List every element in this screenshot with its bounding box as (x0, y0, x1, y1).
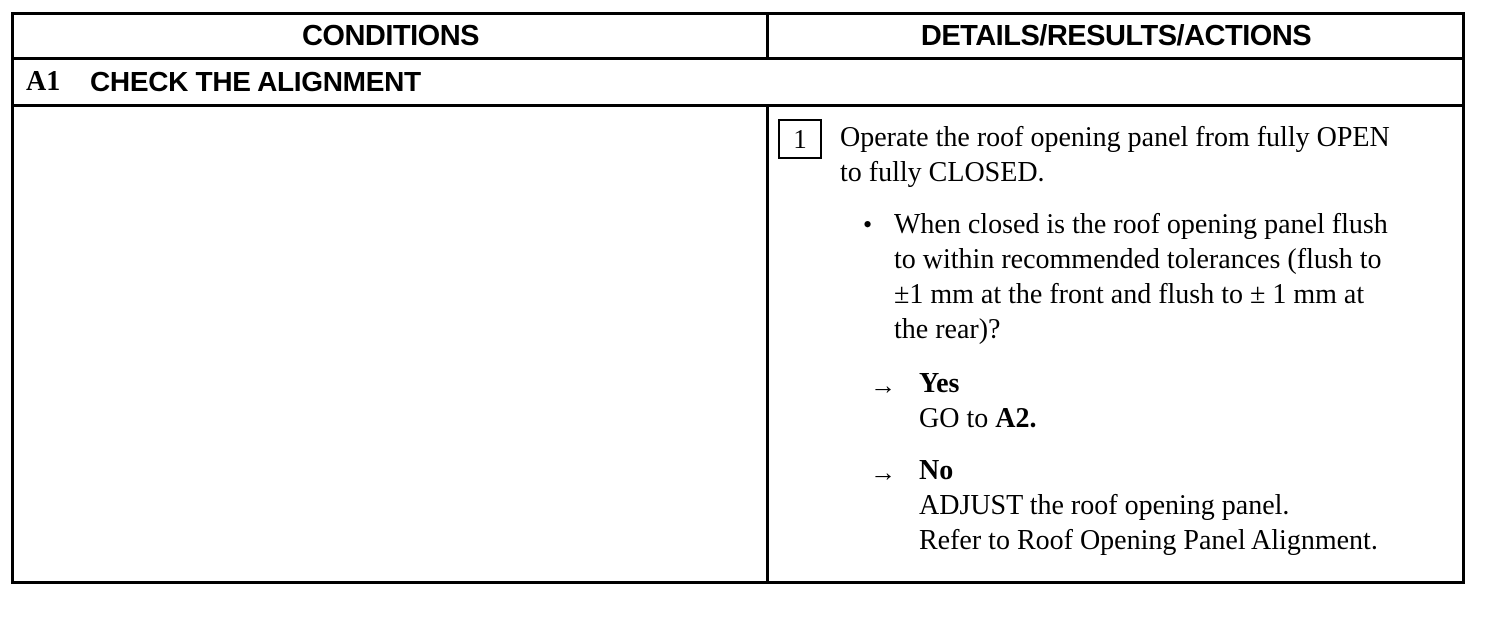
table-header-row: CONDITIONS DETAILS/RESULTS/ACTIONS (14, 15, 1462, 60)
question-line: to within recommended tolerances (flush … (894, 244, 1382, 275)
no-action-line: ADJUST the roof opening panel. (919, 490, 1290, 521)
yes-target-link[interactable]: A2. (995, 403, 1037, 434)
instruction-line: to fully CLOSED. (840, 157, 1045, 188)
column-divider-body (766, 107, 769, 581)
no-label: No (919, 455, 954, 486)
step-title-row: A1 CHECK THE ALIGNMENT (14, 60, 1462, 107)
action-instruction: Operate the roof opening panel from full… (840, 120, 1390, 190)
no-reference-line: Refer to Roof Opening Panel Alignment. (919, 525, 1378, 556)
details-column-header: DETAILS/RESULTS/ACTIONS (920, 19, 1312, 52)
check-question: When closed is the roof opening panel fl… (894, 207, 1388, 347)
action-number-box: 1 (778, 119, 822, 159)
step-title: CHECK THE ALIGNMENT (90, 66, 421, 97)
diagnostic-table: CONDITIONS DETAILS/RESULTS/ACTIONS A1 CH… (11, 12, 1465, 584)
yes-label: Yes (919, 368, 960, 399)
instruction-line: Operate the roof opening panel from full… (840, 122, 1390, 153)
yes-action: GO to A2. (919, 401, 1036, 436)
right-arrow-icon: → (870, 458, 896, 487)
yes-branch: Yes GO to A2. (919, 366, 1036, 436)
right-arrow-icon: → (870, 371, 896, 400)
question-line: When closed is the roof opening panel fl… (894, 209, 1388, 240)
bullet-icon: • (863, 210, 873, 239)
conditions-column-header: CONDITIONS (301, 19, 480, 52)
question-line: the rear)? (894, 314, 1001, 345)
question-line: ±1 mm at the front and flush to ± 1 mm a… (894, 279, 1365, 310)
column-divider (766, 15, 769, 60)
step-id: A1 (26, 66, 61, 97)
no-branch: No ADJUST the roof opening panel. Refer … (919, 453, 1378, 558)
yes-action-prefix: GO to (919, 403, 996, 434)
